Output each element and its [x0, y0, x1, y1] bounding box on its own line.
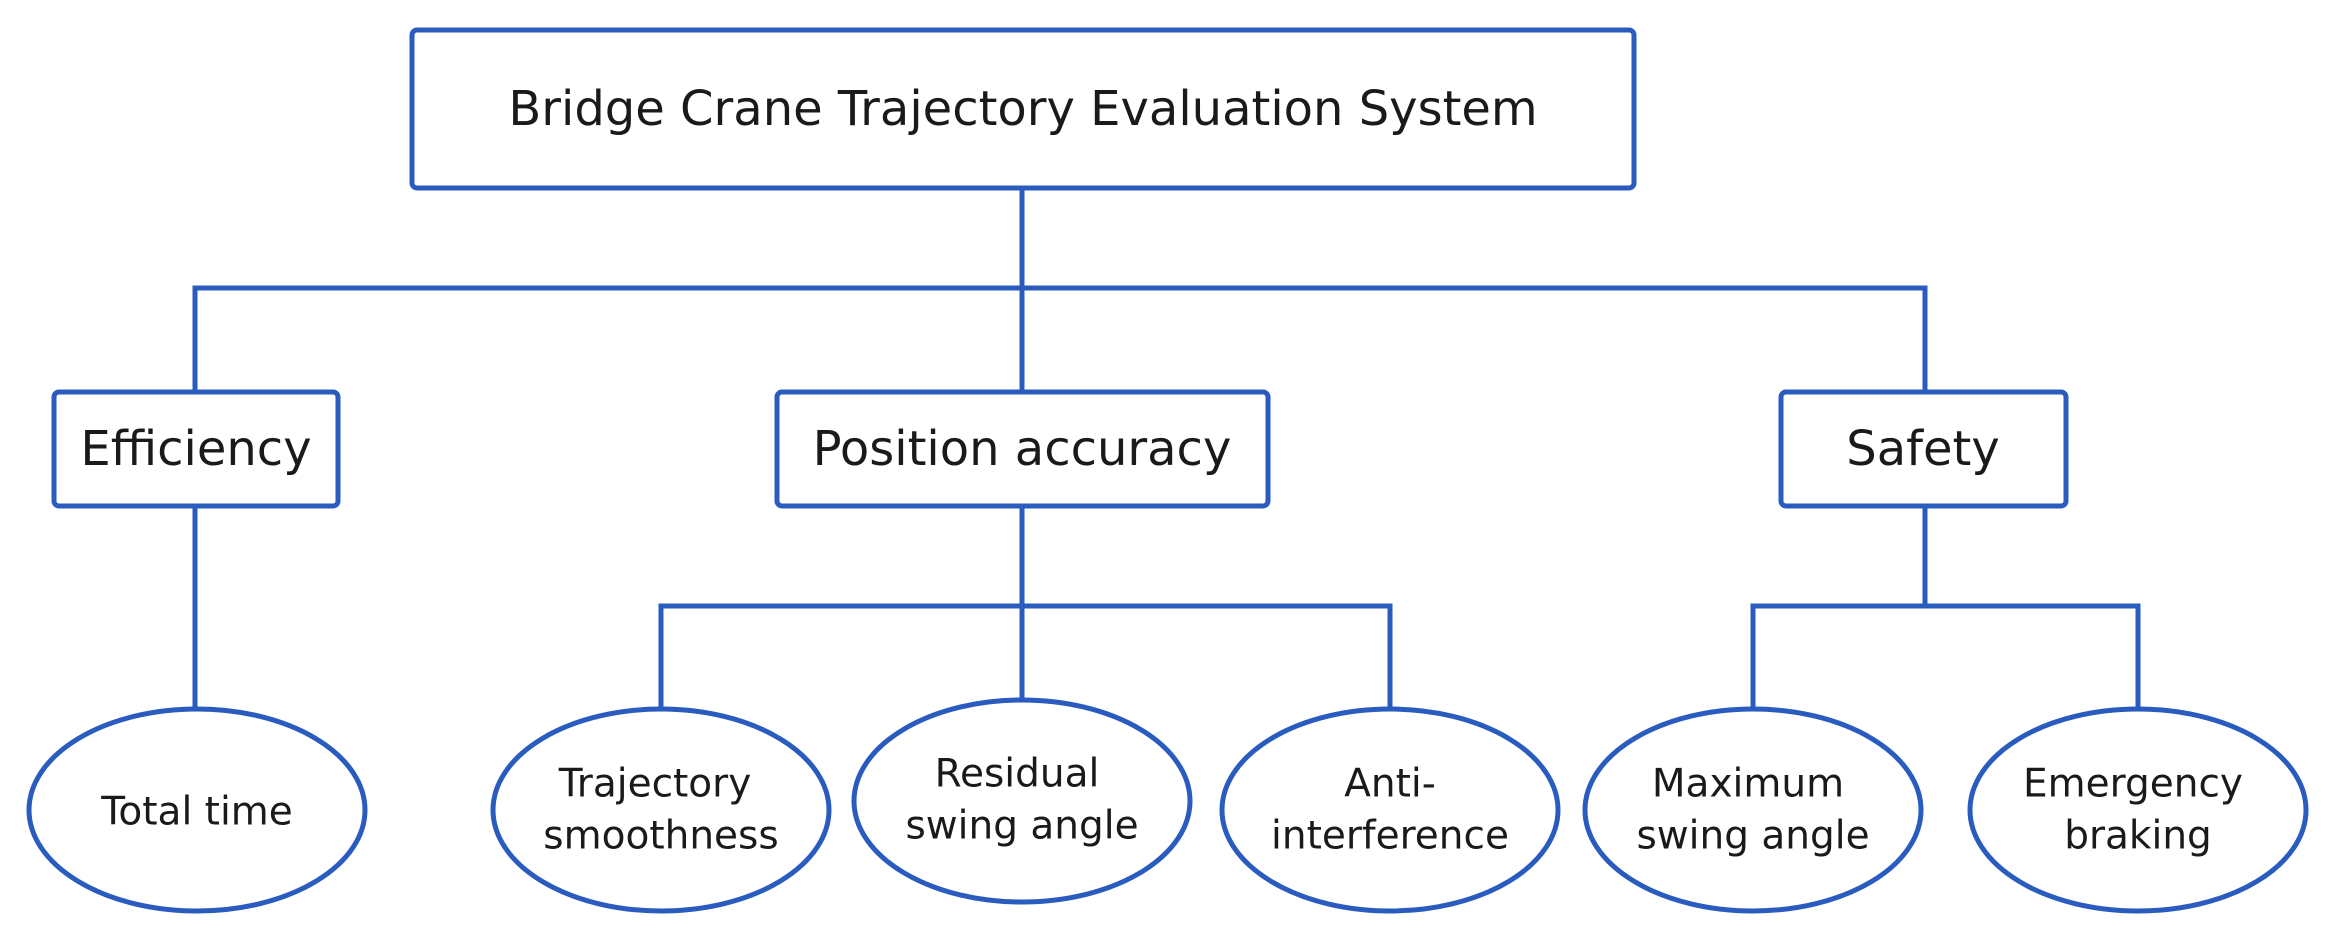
category-node-efficiency: Efficiency: [51, 389, 341, 509]
root-node: Bridge Crane Trajectory Evaluation Syste…: [409, 27, 1637, 191]
leaf-node-trajectory-smoothness: Trajectory smoothness: [490, 706, 832, 914]
safety-label: Safety: [1846, 421, 2000, 477]
residual-swing-angle-ellipse: [851, 697, 1193, 905]
position-accuracy-label: Position accuracy: [813, 421, 1232, 477]
maximum-swing-angle-line-2: swing angle: [1636, 814, 1869, 859]
leaf-node-maximum-swing-angle: Maximum swing angle: [1582, 706, 1924, 914]
connectors: [192, 185, 2141, 711]
anti-interference-ellipse: [1219, 706, 1561, 914]
efficiency-box: [51, 389, 341, 509]
efficiency-label: Efficiency: [80, 421, 311, 477]
anti-interference-line-2: interference: [1271, 814, 1509, 859]
trajectory-smoothness-line-2: smoothness: [543, 814, 778, 859]
residual-swing-angle-line-2: swing angle: [905, 804, 1138, 849]
leaf-node-total-time: Total time: [26, 706, 368, 914]
safety-box: [1778, 389, 2069, 509]
position-accuracy-box: [774, 389, 1271, 509]
maximum-swing-angle-line-1: Maximum: [1652, 762, 1844, 807]
leaf-node-emergency-braking: Emergency braking: [1967, 706, 2309, 914]
residual-swing-angle-line-1: Residual: [935, 752, 1100, 797]
category-node-safety: Safety: [1778, 389, 2069, 509]
leaf-node-residual-swing-angle: Residual swing angle: [851, 697, 1193, 905]
emergency-braking-line-2: braking: [2064, 814, 2212, 859]
total-time-ellipse: [26, 706, 368, 914]
maximum-swing-angle-ellipse: [1582, 706, 1924, 914]
leaf-node-anti-interference: Anti- interference: [1219, 706, 1561, 914]
category-node-position-accuracy: Position accuracy: [774, 389, 1271, 509]
root-box: [409, 27, 1637, 191]
emergency-braking-ellipse: [1967, 706, 2309, 914]
root-label: Bridge Crane Trajectory Evaluation Syste…: [508, 81, 1537, 137]
trajectory-smoothness-ellipse: [490, 706, 832, 914]
anti-interference-line-1: Anti-: [1344, 762, 1436, 807]
emergency-braking-line-1: Emergency: [2023, 762, 2243, 807]
total-time-label: Total time: [100, 790, 293, 835]
trajectory-smoothness-line-1: Trajectory: [558, 762, 752, 807]
